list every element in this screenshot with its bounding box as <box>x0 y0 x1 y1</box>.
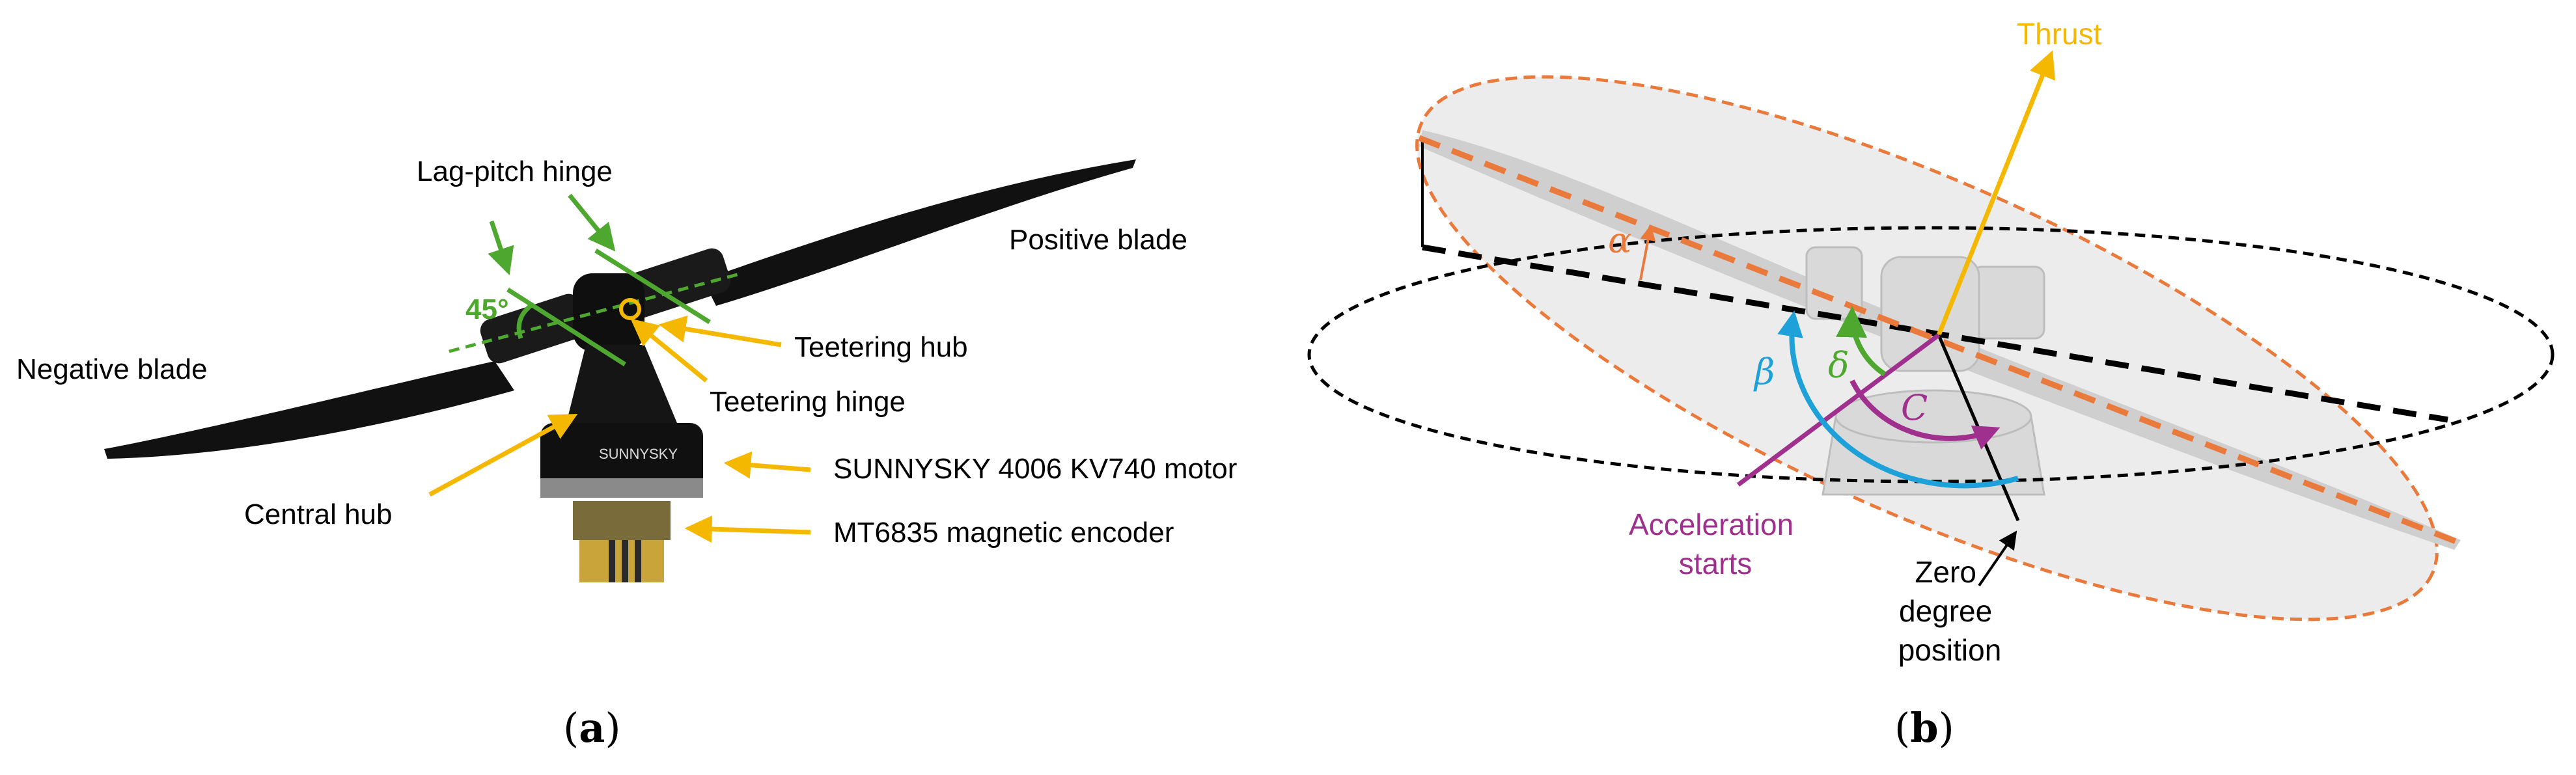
hinge-line-right <box>594 249 711 324</box>
lag-pitch-hinge-label: Lag-pitch hinge <box>417 156 613 187</box>
zero-degree-arrow <box>1978 530 2017 587</box>
teetering-hub-body <box>573 273 644 351</box>
panel-b: α Thrust β δ C Acceleration starts Zero … <box>1307 17 2555 752</box>
beta-label: β <box>1753 351 1775 392</box>
horizontal-rotor-disc <box>1307 226 2555 483</box>
zero-degree-position-label: Zero degree position <box>1898 555 2002 667</box>
encoder-label: MT6835 magnetic encoder <box>833 517 1174 549</box>
delta-arc <box>1836 306 1887 377</box>
caption-b: (b) <box>1894 704 1954 752</box>
blade-axis <box>1418 135 2462 547</box>
encoder-pin <box>622 540 628 582</box>
delta-label: δ <box>1828 345 1849 386</box>
central-hub-arrow <box>428 413 578 497</box>
motor-band <box>540 478 703 498</box>
zero-line-1: Zero <box>1915 555 1976 589</box>
encoder-pin <box>635 540 641 582</box>
caption-a: (a) <box>563 704 621 752</box>
zero-line-3: position <box>1898 633 2002 667</box>
alpha-label: α <box>1608 220 1631 261</box>
hub-block-center <box>1880 256 1980 372</box>
c-arc <box>1849 379 2001 450</box>
encoder-pin <box>609 540 615 582</box>
panel-a: SUNNYSKY 45° Lag-pitch hinge <box>16 156 1237 752</box>
negative-blade-label: Negative blade <box>16 353 208 385</box>
rotor-photo: SUNNYSKY <box>104 159 1136 582</box>
angle-arc <box>516 304 533 340</box>
beta-arc <box>1777 310 2019 489</box>
thrust-arrow <box>1936 50 2056 336</box>
hinge-line-left <box>506 288 626 366</box>
teetering-hinge-label: Teetering hinge <box>710 386 906 418</box>
right-grip <box>623 248 731 318</box>
teetering-hub-arrow <box>658 315 782 347</box>
caption-b-letter: b <box>1910 704 1938 752</box>
positive-blade-label: Positive blade <box>1009 224 1187 256</box>
motor-brand-text: SUNNYSKY <box>599 446 678 462</box>
alpha-arrow <box>1639 224 1656 280</box>
teetering-hinge-arrow <box>630 318 708 383</box>
lag-pitch-arrow-left <box>488 220 514 275</box>
zero-line-2: degree <box>1899 594 1992 628</box>
c-label: C <box>1901 387 1928 428</box>
acceleration-start-line <box>1736 333 1941 487</box>
central-hub-body <box>566 345 677 423</box>
thrust-label: Thrust <box>2017 17 2102 51</box>
motor-body <box>540 423 703 495</box>
encoder-arrow <box>684 515 811 543</box>
central-hub-label: Central hub <box>244 498 392 530</box>
encoder-board <box>573 501 671 540</box>
yellow-callouts <box>428 315 811 543</box>
acceleration-starts-line-1: Acceleration <box>1629 508 1794 541</box>
caption-a-letter: a <box>579 704 605 752</box>
teetering-hinge-circle <box>619 298 641 320</box>
angle-label: 45° <box>465 293 509 325</box>
positive-blade <box>703 159 1136 306</box>
acceleration-starts-label: Acceleration starts <box>1629 508 1802 580</box>
acceleration-starts-line-2: starts <box>1679 547 1752 580</box>
teetering-hub-label: Teetering hub <box>794 331 968 363</box>
motor-arrow <box>723 451 811 479</box>
lag-pitch-hinge-marks <box>449 193 743 366</box>
reference-line <box>1422 244 2448 423</box>
motor-label: SUNNYSKY 4006 KV740 motor <box>833 453 1237 485</box>
negative-blade <box>104 361 514 459</box>
lag-pitch-arrow-right <box>568 193 616 252</box>
hub-block-right <box>1971 265 2045 340</box>
